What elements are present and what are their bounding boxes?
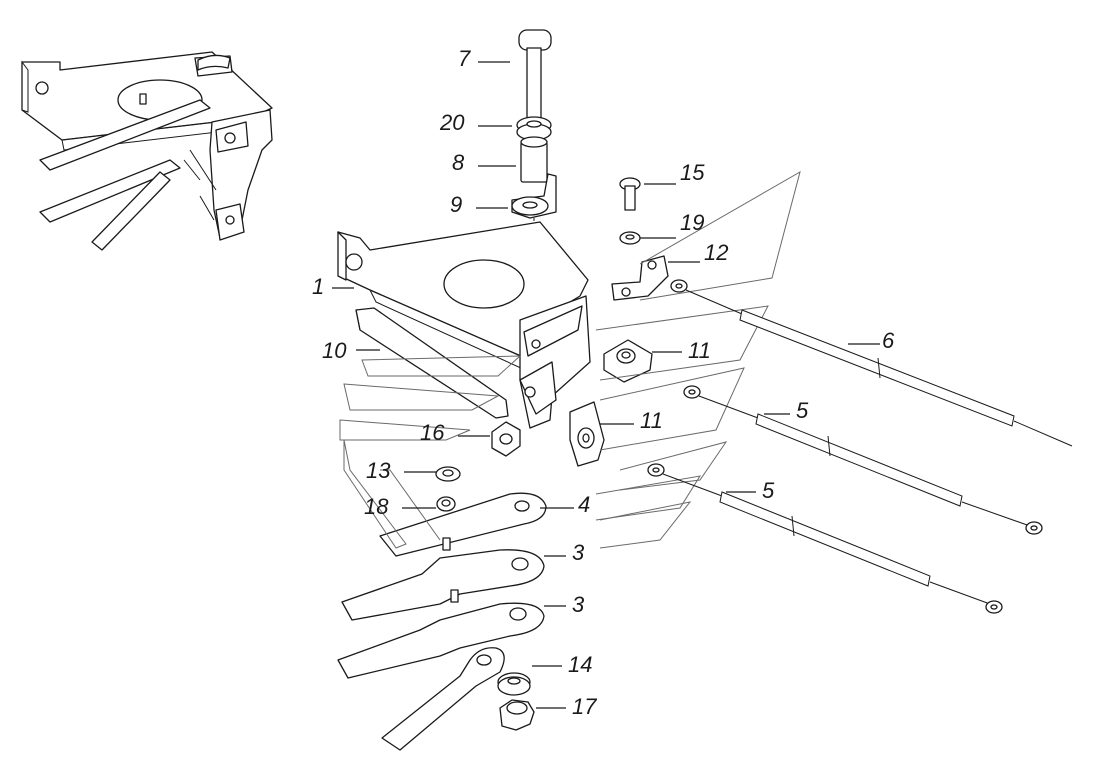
part-11-clip-lower [569,401,605,467]
part-5-rod-lower [647,463,1003,614]
callout-3-upper: 3 [572,540,585,565]
callout-18: 18 [364,494,389,519]
part-3-lever-lower [337,602,545,679]
part-18-washer [436,496,456,512]
part-1-bracket [337,221,591,429]
callout-8: 8 [452,150,465,175]
part-14-washer [497,672,531,696]
callout-17: 17 [572,694,597,719]
part-16-nut [491,421,521,457]
callout-20: 20 [439,110,465,135]
part-10-strip [355,307,509,419]
part-6-rod [670,279,1073,447]
part-17-nut [499,699,535,731]
callout-19: 19 [680,210,704,235]
part-5-rod-upper [683,385,1043,535]
callout-3-lower: 3 [572,592,585,617]
part-9-clip-washer [511,173,557,219]
part-7-pin [518,29,552,123]
callout-16: 16 [420,420,445,445]
part-8-bushing [520,136,548,183]
part-11-clip-upper [603,339,653,383]
ghost-outlines [339,170,801,549]
callout-14: 14 [568,652,592,677]
callout-5-lower: 5 [762,478,775,503]
leader-lines [332,61,880,709]
callout-10: 10 [322,338,347,363]
part-20-washer [516,116,552,141]
part-3-lever-upper [341,549,545,621]
callout-12: 12 [704,240,728,265]
callout-7: 7 [458,46,471,71]
callout-15: 15 [680,160,705,185]
callout-9: 9 [450,192,462,217]
callout-4: 4 [578,492,590,517]
callout-11-upper: 11 [688,338,711,363]
callout-labels: 7 20 8 9 15 19 12 1 6 10 11 5 16 11 13 4… [312,46,895,719]
part-19-washer [619,231,641,245]
callout-1: 1 [312,274,324,299]
callout-5-upper: 5 [796,398,809,423]
assembled-view-inset [21,51,273,251]
part-12-clamp [611,255,669,301]
part-lever-bottom [381,647,505,751]
callout-13: 13 [366,458,391,483]
callout-11-lower: 11 [640,408,663,433]
part-15-screw [619,177,641,211]
part-13-washer [435,466,461,482]
callout-6: 6 [882,328,895,353]
part-4-lever [379,492,547,557]
